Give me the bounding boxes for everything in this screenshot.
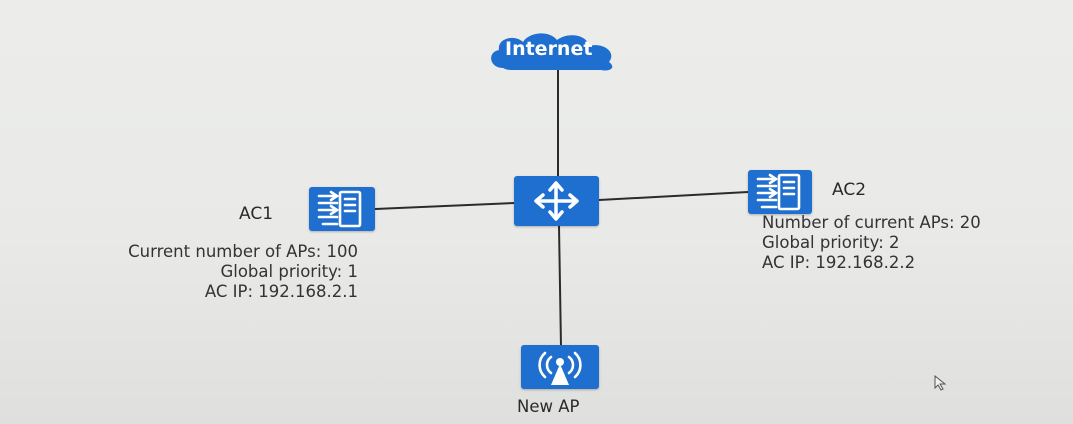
ac1-ip: AC IP: 192.168.2.1 <box>204 282 358 301</box>
new-ap-device <box>521 345 599 389</box>
ac2-info: Number of current APs: 20 Global priorit… <box>762 213 981 273</box>
ac2-device <box>748 170 812 214</box>
access-controller-icon <box>756 173 801 211</box>
internet-label: Internet <box>505 38 593 60</box>
switch-icon <box>534 181 579 221</box>
link-switch-ac2 <box>598 191 749 201</box>
ac2-priority: Global priority: 2 <box>762 233 900 252</box>
access-controller-icon <box>317 190 362 228</box>
ac1-ap-count: Current number of APs: 100 <box>128 242 358 261</box>
ac1-device <box>309 187 375 231</box>
ac2-ip: AC IP: 192.168.2.2 <box>762 253 916 272</box>
ac2-ap-count: Number of current APs: 20 <box>762 213 981 232</box>
ac2-label: AC2 <box>832 180 867 200</box>
switch-device <box>514 176 599 226</box>
link-ac1-switch <box>374 202 516 210</box>
ac1-info: Current number of APs: 100 Global priori… <box>38 242 358 302</box>
new-ap-label: New AP <box>517 397 580 416</box>
mouse-cursor-icon <box>934 375 947 391</box>
link-switch-new-ap <box>558 225 562 348</box>
ac1-priority: Global priority: 1 <box>220 262 358 281</box>
ac1-label: AC1 <box>239 204 274 224</box>
cloud-icon <box>491 33 613 71</box>
wireless-ap-icon <box>538 351 582 385</box>
